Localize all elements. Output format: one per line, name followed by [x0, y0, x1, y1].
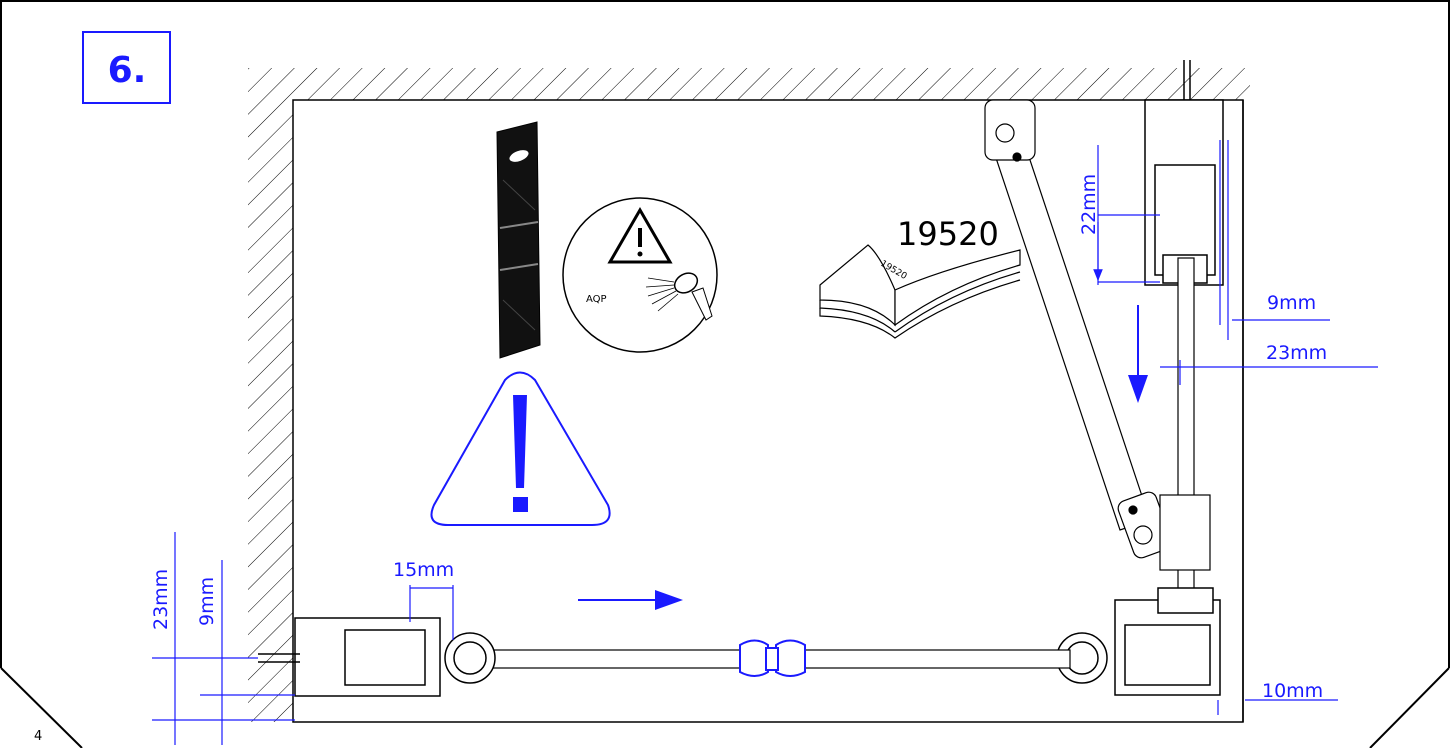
step-number: 6.	[108, 50, 147, 91]
dimension-9mm-left: 9mm	[196, 577, 218, 626]
dimension-23mm-right: 23mm	[1266, 342, 1327, 364]
shower-panel-image	[496, 121, 541, 359]
dimension-9mm-right: 9mm	[1267, 292, 1316, 314]
bottom-right-wall-profile	[1056, 587, 1221, 696]
dimension-23mm-left: 23mm	[150, 569, 172, 630]
warning-triangle-icon	[430, 371, 611, 526]
step-badge: 6.	[82, 31, 171, 104]
product-label: AQP	[586, 294, 607, 305]
support-arm	[984, 99, 1211, 571]
dimension-10mm: 10mm	[1262, 680, 1323, 702]
dimension-15mm: 15mm	[393, 559, 454, 581]
instruction-booklet-icon: 19520 19520	[819, 215, 1021, 339]
dimension-lines	[152, 140, 1378, 745]
dimension-22mm: 22mm	[1078, 174, 1100, 235]
shower-warning-icon: AQP	[562, 197, 718, 353]
page-number: 4	[34, 729, 42, 744]
movement-arrows	[578, 305, 1148, 610]
bottom-left-wall-profile	[258, 617, 496, 697]
top-right-wall-profile	[1144, 60, 1224, 286]
magnetic-seal-connector	[739, 639, 806, 677]
part-code: 19520	[897, 215, 999, 253]
